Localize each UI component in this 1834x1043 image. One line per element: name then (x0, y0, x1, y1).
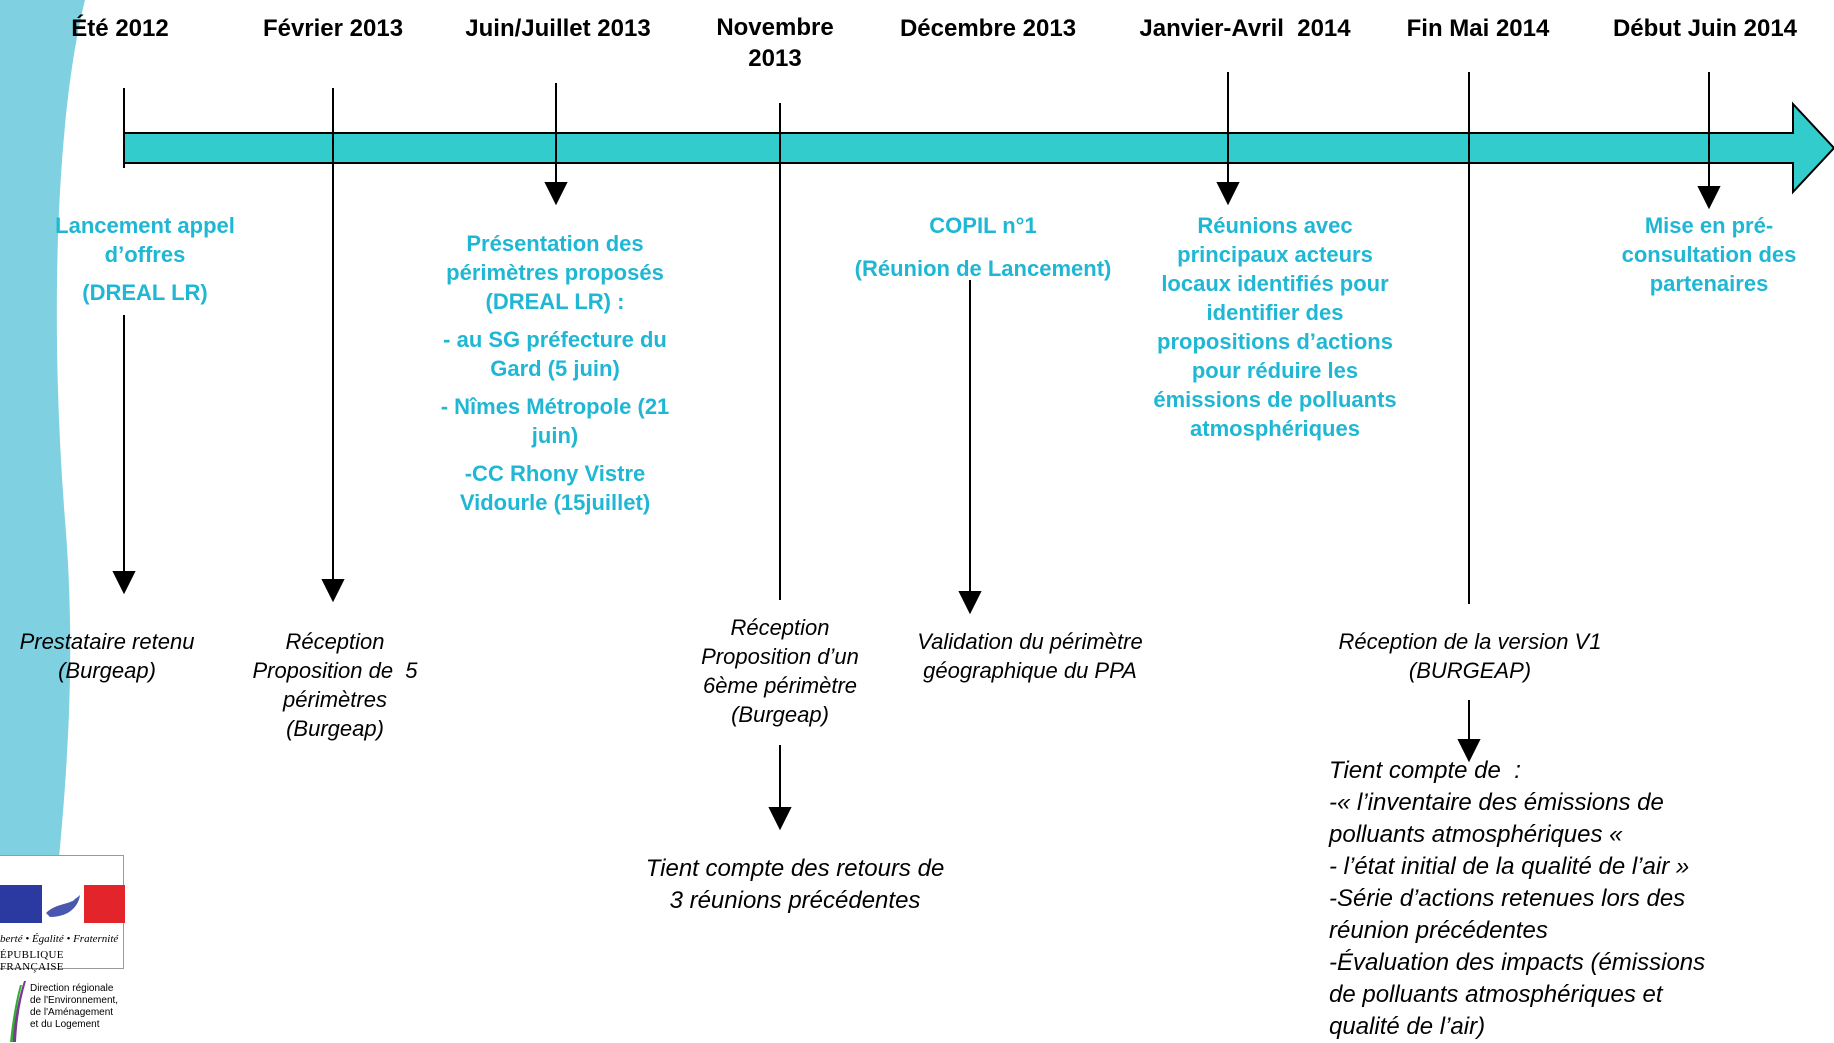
event-reunions-line: Réunions avec (1197, 213, 1353, 238)
result-reception6-line: (Burgeap) (731, 702, 829, 727)
event-pre-consultation-line: Mise en pré- (1644, 213, 1774, 238)
logo-dreal-line: de l'Environnement, (30, 995, 119, 1006)
date-novembre-2013-text: Novembre 2013 (716, 14, 834, 72)
logo-republique: ÉPUBLIQUE FRANÇAISE (0, 949, 64, 973)
date-ete-2012: Été 2012 (71, 15, 169, 42)
event-reunions-line: principaux acteurs (1177, 242, 1373, 267)
result-validation-perimetre: Validation du périmètre géographique du … (880, 627, 1180, 685)
result-v1-detail-line: -Série d’actions retenues lors des (1329, 885, 1686, 912)
date-decembre-2013: Décembre 2013 (899, 15, 1077, 42)
event-reunions-line: propositions d’actions (1157, 329, 1393, 354)
event-reunions-acteurs: Réunions avec principaux acteurs locaux … (1120, 211, 1430, 443)
date-debut-juin-2014: Début Juin 2014 (1612, 15, 1798, 42)
result-retours-line: 3 réunions précédentes (669, 887, 921, 914)
date-juin-juillet-2013: Juin/Juillet 2013 (465, 15, 651, 42)
result-reception5-line: (Burgeap) (286, 716, 384, 741)
logo-dreal-line: de l'Aménagement (30, 1007, 114, 1018)
logo-dreal-text: Direction régionale de l'Environnement, … (30, 983, 118, 1031)
event-copil-line: COPIL n°1 (929, 213, 1037, 238)
event-reunions-line: émissions de polluants (1153, 387, 1397, 412)
event-pre-consultation-line: partenaires (1649, 271, 1769, 296)
result-reception-5-perimetres: Réception Proposition de 5 périmètres (B… (220, 627, 450, 743)
event-lancement-line: (DREAL LR) (82, 280, 208, 305)
result-v1-detail-line: de polluants atmosphériques et (1329, 981, 1663, 1008)
result-prestataire-retenu: Prestataire retenu (Burgeap) (0, 627, 214, 685)
event-presentation-line: -CC Rhony Vistre (464, 461, 646, 486)
date-janvier-avril-2014: Janvier-Avril 2014 (1139, 15, 1351, 42)
event-reunions-line: pour réduire les (1191, 358, 1359, 383)
result-v1-detail-line: qualité de l’air) (1329, 1013, 1486, 1040)
logo-motto: berté • Égalité • Fraternité (0, 933, 119, 945)
event-lancement-appel: Lancement appel d’offres (DREAL LR) (20, 211, 270, 307)
result-reception6-line: 6ème périmètre (702, 673, 858, 698)
event-presentation-line: Vidourle (15juillet) (459, 490, 651, 515)
result-tient-compte-v1: Tient compte de : -« l’inventaire des ém… (1329, 755, 1829, 1043)
result-reception6-line: Proposition d’un (701, 644, 859, 669)
republique-francaise-logo: berté • Égalité • Fraternité ÉPUBLIQUE F… (0, 855, 125, 1042)
result-prestataire-line: (Burgeap) (58, 658, 156, 683)
event-copil-line: (Réunion de Lancement) (854, 256, 1112, 281)
result-reception5-line: Proposition de 5 (252, 658, 418, 683)
result-validation-line: géographique du PPA (923, 658, 1137, 683)
result-v1-detail-line: -Évaluation des impacts (émissions (1329, 949, 1706, 976)
result-reception5-line: périmètres (283, 687, 387, 712)
logo-dreal-line: et du Logement (30, 1019, 100, 1030)
event-reunions-line: identifier des (1206, 300, 1344, 325)
event-lancement-line: d’offres (104, 242, 186, 267)
result-v1-detail-line: - l’état initial de la qualité de l’air … (1329, 853, 1690, 880)
side-band (0, 0, 85, 1042)
date-fevrier-2013: Février 2013 (262, 15, 404, 42)
result-reception-6eme-perimetre: Réception Proposition d’un 6ème périmètr… (665, 613, 895, 729)
marianne-flag-icon (0, 885, 125, 923)
result-reception6-line: Réception (730, 615, 830, 640)
result-v1-detail-line: polluants atmosphériques « (1329, 821, 1623, 848)
result-v1-detail-line: Tient compte de : (1329, 757, 1521, 784)
result-validation-line: Validation du périmètre (917, 629, 1143, 654)
result-tient-compte-retours: Tient compte des retours de 3 réunions p… (600, 853, 990, 917)
timeline-arrow (123, 101, 1834, 195)
event-reunions-line: locaux identifiés pour (1161, 271, 1389, 296)
result-v1-detail-line: réunion précédentes (1329, 917, 1548, 944)
event-presentation-line: Présentation des (466, 231, 644, 256)
event-reunions-line: atmosphériques (1190, 416, 1360, 441)
result-v1-line: (BURGEAP) (1408, 658, 1532, 683)
result-retours-line: Tient compte des retours de (645, 855, 945, 882)
event-presentation-line: - au SG préfecture du (443, 327, 667, 352)
date-novembre-2013: Novembre 2013 (690, 12, 860, 74)
event-copil: COPIL n°1 (Réunion de Lancement) (838, 211, 1128, 283)
event-presentation-line: (DREAL LR) : (485, 289, 625, 314)
event-presentation-line: périmètres proposés (446, 260, 664, 285)
event-lancement-line: Lancement appel (55, 213, 235, 238)
result-v1-detail-line: -« l’inventaire des émissions de (1329, 789, 1664, 816)
result-reception-v1: Réception de la version V1 (BURGEAP) (1300, 627, 1640, 685)
result-reception5-line: Réception (285, 629, 385, 654)
result-v1-line: Réception de la version V1 (1338, 629, 1602, 654)
event-presentation-line: juin) (531, 423, 579, 448)
logo-dreal-line: Direction régionale (30, 983, 114, 994)
event-presentation-perimetres: Présentation des périmètres proposés (DR… (400, 229, 710, 517)
event-pre-consultation-line: consultation des (1621, 242, 1797, 267)
result-prestataire-line: Prestataire retenu (19, 629, 195, 654)
date-fin-mai-2014: Fin Mai 2014 (1406, 15, 1550, 42)
dreal-stripe-icon (10, 981, 26, 1042)
event-presentation-line: - Nîmes Métropole (21 (440, 394, 670, 419)
event-pre-consultation: Mise en pré- consultation des partenaire… (1594, 211, 1824, 298)
event-presentation-line: Gard (5 juin) (490, 356, 620, 381)
